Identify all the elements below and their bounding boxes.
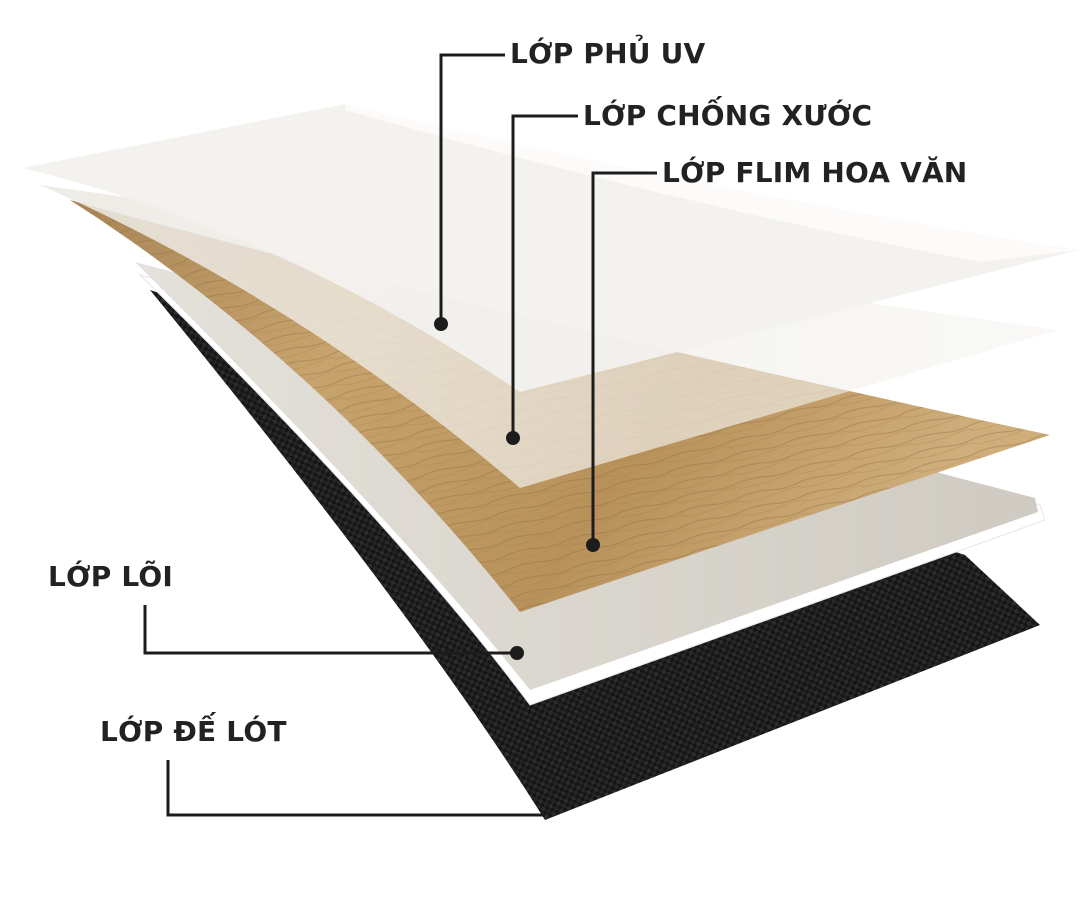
leader-lines [143, 53, 657, 817]
leader-underlay [166, 760, 545, 817]
label-core: LỚP LÕI [48, 560, 174, 593]
dot-uv [434, 317, 448, 331]
leader-uv [439, 53, 505, 324]
label-pattern-film: LỚP FLIM HOA VĂN [662, 156, 968, 189]
dot-core [510, 646, 524, 660]
uv-coating-sheen [345, 104, 1078, 262]
label-uv-coating: LỚP PHỦ UV [510, 37, 706, 70]
dot-scratch [506, 431, 520, 445]
leader-pattern [591, 171, 657, 545]
label-scratch-resistant: LỚP CHỐNG XƯỚC [583, 99, 873, 132]
leader-scratch [511, 114, 578, 438]
label-underlay: LỚP ĐẾ LÓT [100, 715, 287, 748]
leader-dots [434, 317, 600, 660]
uv-coating-layer [22, 104, 1078, 392]
leader-core [143, 605, 517, 655]
dot-pattern [586, 538, 600, 552]
